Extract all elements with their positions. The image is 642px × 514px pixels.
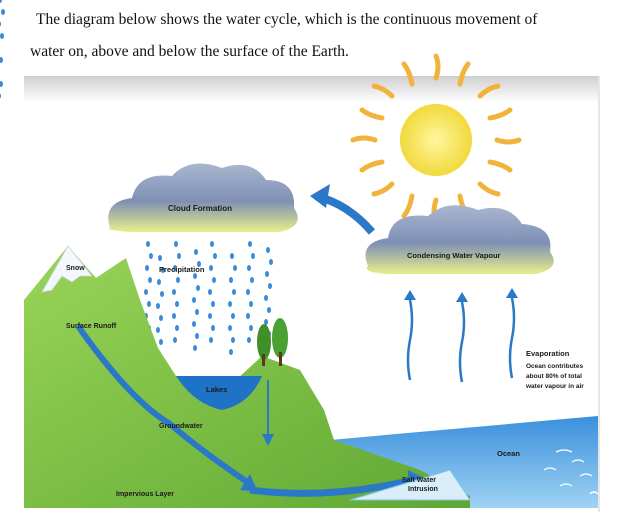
evaporation-arrows	[406, 297, 516, 383]
infiltration-arrow-head-icon	[262, 434, 274, 446]
tree-icon	[257, 318, 288, 366]
salt-water-intrusion	[349, 469, 471, 501]
label-salt-water-2: Intrusion	[408, 486, 438, 493]
label-snow: Snow	[66, 265, 85, 272]
surface-runoff-flow	[75, 324, 252, 487]
label-lakes: Lakes	[206, 385, 227, 394]
label-impervious-layer: Impervious Layer	[116, 491, 174, 498]
label-surface-runoff: Surface Runoff	[66, 323, 117, 330]
cloud-formation-cloud	[108, 163, 298, 232]
label-evap-note-3: water vapour in air	[525, 383, 584, 390]
label-salt-water-1: Salt Water	[402, 477, 436, 484]
label-evap-note-1: Ocean contributes	[526, 363, 583, 370]
arrow-head-icon	[310, 184, 330, 208]
label-groundwater: Groundwater	[159, 423, 203, 430]
diagram-right-edge	[598, 76, 600, 512]
snow-cap	[41, 245, 93, 293]
label-precipitation: Precipitation	[159, 265, 205, 274]
precipitation-rain	[0, 0, 273, 357]
label-condensing-water-vapour: Condensing Water Vapour	[407, 251, 501, 260]
intro-line-2: water on, above and below the surface of…	[30, 43, 349, 60]
intro-text: The diagram below shows the water cycle,…	[30, 4, 620, 68]
label-cloud-formation: Cloud Formation	[168, 204, 232, 213]
intro-line-1: The diagram below shows the water cycle,…	[36, 11, 538, 28]
evaporation-arrow-heads-icon	[404, 288, 518, 302]
diagram-top-band	[24, 76, 598, 102]
lake-water	[176, 376, 262, 410]
condensing-cloud	[365, 205, 554, 274]
label-ocean: Ocean	[497, 449, 520, 458]
label-evaporation: Evaporation	[526, 349, 570, 358]
groundwater-flow	[249, 476, 413, 497]
ocean-waves	[543, 449, 599, 495]
label-evap-note-2: about 80% of total	[526, 373, 582, 380]
